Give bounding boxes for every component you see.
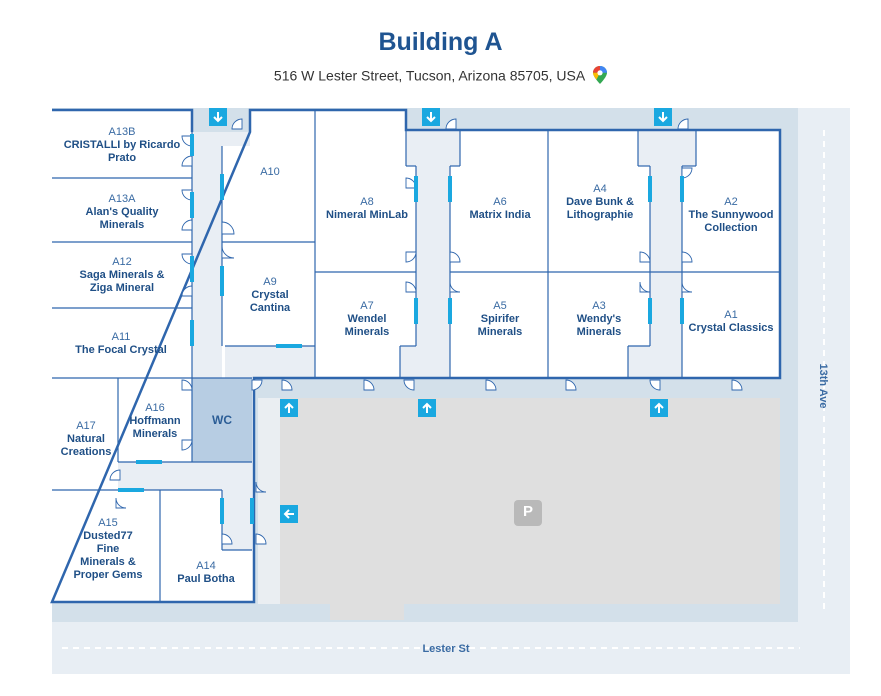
unit-name: Crystal Cantina [249,289,291,314]
wc-label: WC [212,413,232,427]
unit-a16[interactable]: A16 Hoffmann Minerals [120,402,190,441]
unit-code: A1 [724,309,738,321]
unit-a5[interactable]: A5 Spirifer Minerals [466,300,534,339]
unit-a14[interactable]: A14 Paul Botha [164,560,248,586]
unit-name: Wendy's Minerals [576,313,622,338]
street-label-13th-ave: 13th Ave [817,363,829,409]
unit-a17[interactable]: A17 Natural Creations [56,420,116,459]
unit-code: A4 [593,183,607,195]
unit-name: The Sunnywood Collection [688,209,774,234]
parking-sign [514,500,542,526]
unit-code: A15 [98,517,118,529]
unit-a1[interactable]: A1 Crystal Classics [688,309,774,335]
unit-code: A14 [196,560,216,572]
unit-name: CRISTALLI by Ricardo Prato [63,139,181,164]
unit-a2[interactable]: A2 The Sunnywood Collection [688,196,774,235]
unit-code: A13B [108,126,136,138]
unit-name: Natural Creations [60,433,112,458]
unit-name: Spirifer Minerals [477,313,523,338]
google-maps-pin-icon[interactable] [593,66,608,85]
unit-name: Nimeral MinLab [326,209,408,221]
unit-a12[interactable]: A12 Saga Minerals & Ziga Mineral [72,256,172,295]
unit-name: The Focal Crystal [75,344,167,356]
unit-a15[interactable]: A15 Dusted77 Fine Minerals & Proper Gems [60,517,156,582]
unit-a6[interactable]: A6 Matrix India [456,196,544,222]
unit-a13a[interactable]: A13A Alan's Quality Minerals [62,193,182,232]
unit-a8[interactable]: A8 Nimeral MinLab [318,196,416,222]
unit-a7[interactable]: A7 Wendel Minerals [330,300,404,339]
unit-code: A6 [493,196,507,208]
unit-name: Matrix India [469,209,531,221]
page-title: Building A [378,28,503,56]
unit-name: Crystal Classics [688,322,774,334]
entrance-arrows [209,108,672,523]
unit-name: Hoffmann Minerals [129,415,181,440]
unit-code: A16 [145,402,165,414]
unit-a10[interactable]: A10 [240,166,300,179]
unit-name: Saga Minerals & Ziga Mineral [79,269,165,294]
unit-code: A12 [112,256,132,268]
unit-a3[interactable]: A3 Wendy's Minerals [560,300,638,339]
unit-a9[interactable]: A9 Crystal Cantina [232,276,308,315]
unit-name: Dave Bunk & Lithographie [566,196,634,221]
unit-a13b[interactable]: A13B CRISTALLI by Ricardo Prato [62,126,182,165]
unit-code: A11 [111,331,131,343]
unit-code: A3 [592,300,606,312]
unit-a4[interactable]: A4 Dave Bunk & Lithographie [560,183,640,222]
door-swing [231,118,243,130]
unit-name: Wendel Minerals [344,313,390,338]
unit-code: A5 [493,300,507,312]
unit-code: A2 [724,196,738,208]
unit-name: Paul Botha [177,573,235,585]
unit-code: A9 [263,276,277,288]
unit-code: A10 [260,166,280,178]
unit-code: A8 [360,196,374,208]
parking-icon: P [522,503,533,520]
unit-code: A17 [76,420,96,432]
wc-room [192,378,252,462]
unit-code: A7 [360,300,374,312]
unit-code: A13A [108,193,136,205]
unit-name: Dusted77 Fine Minerals & Proper Gems [73,530,143,581]
unit-name: Alan's Quality Minerals [85,206,159,231]
street-label-lester: Lester St [422,643,470,655]
address-text: 516 W Lester Street, Tucson, Arizona 857… [273,67,586,84]
address[interactable]: 516 W Lester Street, Tucson, Arizona 857… [0,66,881,85]
unit-a11[interactable]: A11 The Focal Crystal [60,331,182,357]
